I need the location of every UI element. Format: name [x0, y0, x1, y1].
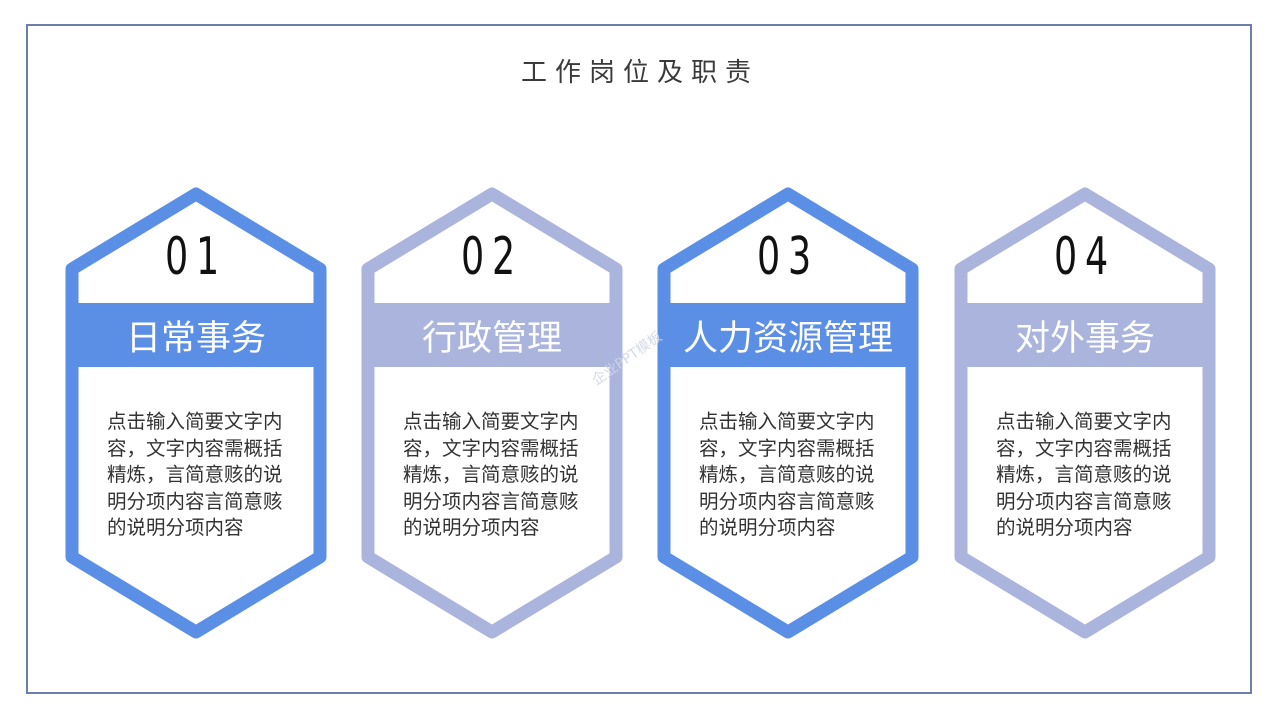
- card-heading: 行政管理: [371, 303, 613, 367]
- card-heading: 对外事务: [964, 303, 1206, 367]
- card-heading: 人力资源管理: [667, 303, 909, 367]
- card-description: 点击输入简要文字内容，文字内容需概括精炼，言简意赅的说明分项内容言简意赅的说明分…: [107, 410, 283, 539]
- card-description: 点击输入简要文字内容，文字内容需概括精炼，言简意赅的说明分项内容言简意赅的说明分…: [996, 410, 1172, 539]
- card-3: 03 人力资源管理 点击输入简要文字内容，文字内容需概括精炼，言简意赅的说明分项…: [654, 187, 922, 639]
- card-number: 01: [164, 227, 228, 287]
- card-1: 01 日常事务 点击输入简要文字内容，文字内容需概括精炼，言简意赅的说明分项内容…: [62, 187, 330, 639]
- card-number: 04: [1053, 227, 1117, 287]
- card-4: 04 对外事务 点击输入简要文字内容，文字内容需概括精炼，言简意赅的说明分项内容…: [951, 187, 1219, 639]
- card-description: 点击输入简要文字内容，文字内容需概括精炼，言简意赅的说明分项内容言简意赅的说明分…: [699, 410, 875, 539]
- slide-frame: [26, 24, 1252, 694]
- card-number: 03: [756, 227, 820, 287]
- card-description: 点击输入简要文字内容，文字内容需概括精炼，言简意赅的说明分项内容言简意赅的说明分…: [403, 410, 579, 539]
- card-number: 02: [460, 227, 524, 287]
- card-heading: 日常事务: [75, 303, 317, 367]
- slide-title: 工作岗位及职责: [520, 58, 759, 88]
- card-2: 02 行政管理 点击输入简要文字内容，文字内容需概括精炼，言简意赅的说明分项内容…: [358, 187, 626, 639]
